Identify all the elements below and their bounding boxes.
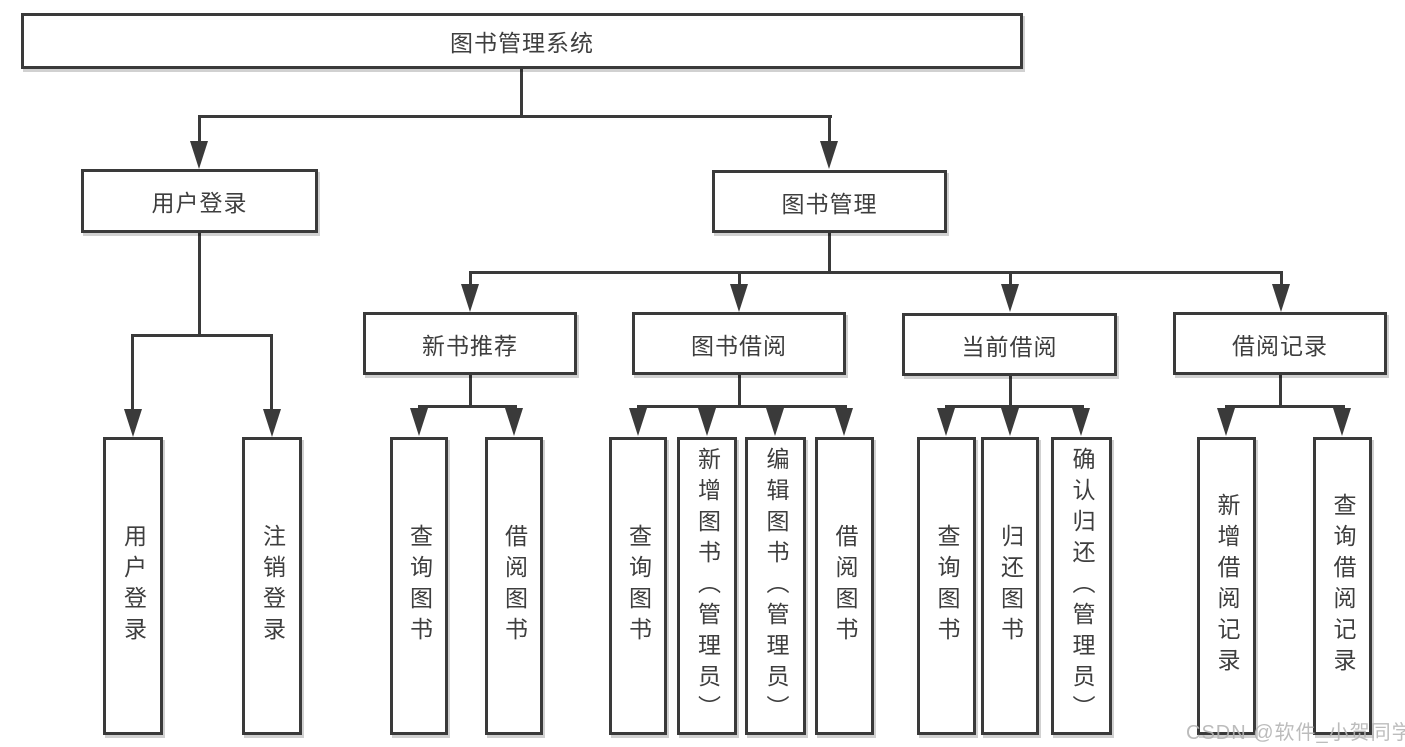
arrow-down-icon xyxy=(505,408,523,436)
leaf-add-book-admin: 新增图书（管理员） xyxy=(677,437,737,735)
leaf-edit-book-admin-label: 编辑图书（管理员） xyxy=(763,446,789,726)
leaf-return-book-label: 归还图书 xyxy=(997,524,1024,648)
leaf-return-book: 归还图书 xyxy=(981,437,1039,735)
connector-line xyxy=(1225,405,1345,408)
arrow-down-icon xyxy=(1272,284,1290,312)
node-book-management: 图书管理 xyxy=(712,170,947,233)
leaf-query-books-3-label: 查询图书 xyxy=(934,524,960,648)
leaf-query-books-1: 查询图书 xyxy=(390,437,448,735)
leaf-query-books-2-label: 查询图书 xyxy=(625,524,652,648)
connector-line xyxy=(738,375,741,408)
leaf-borrow-books-2: 借阅图书 xyxy=(815,437,874,735)
arrow-down-icon xyxy=(263,409,281,437)
connector-line xyxy=(469,375,472,408)
node-borrow-records: 借阅记录 xyxy=(1173,312,1387,375)
leaf-query-books-2: 查询图书 xyxy=(609,437,667,735)
arrow-down-icon xyxy=(461,284,479,312)
arrow-down-icon xyxy=(1217,408,1235,436)
arrow-down-icon xyxy=(1001,408,1019,436)
arrow-down-icon xyxy=(629,408,647,436)
leaf-borrow-books-1: 借阅图书 xyxy=(485,437,543,735)
connector-line xyxy=(131,337,134,409)
node-book-borrow-label: 图书借阅 xyxy=(691,332,787,359)
leaf-logout: 注销登录 xyxy=(242,437,302,735)
leaf-confirm-return-admin-label: 确认归还（管理员） xyxy=(1069,446,1095,726)
connector-line xyxy=(198,118,201,143)
arrow-down-icon xyxy=(1072,408,1090,436)
arrow-down-icon xyxy=(835,408,853,436)
leaf-edit-book-admin: 编辑图书（管理员） xyxy=(745,437,806,735)
leaf-query-borrow-record: 查询借阅记录 xyxy=(1313,437,1372,735)
arrow-down-icon xyxy=(410,408,428,436)
connector-line xyxy=(520,69,523,118)
arrow-down-icon xyxy=(124,409,142,437)
node-book-borrow: 图书借阅 xyxy=(632,312,846,375)
connector-line xyxy=(637,405,847,408)
connector-line xyxy=(738,274,741,286)
connector-line xyxy=(828,233,831,274)
node-new-book-recommend: 新书推荐 xyxy=(363,312,577,375)
connector-line xyxy=(469,271,1283,274)
arrow-down-icon xyxy=(698,408,716,436)
node-root: 图书管理系统 xyxy=(21,13,1023,69)
leaf-query-books-3: 查询图书 xyxy=(917,437,976,735)
leaf-borrow-books-2-label: 借阅图书 xyxy=(832,524,858,648)
connector-line xyxy=(1279,375,1282,408)
leaf-add-borrow-record: 新增借阅记录 xyxy=(1197,437,1256,735)
watermark: CSDN @软件_小贺同学 xyxy=(1186,722,1405,744)
connector-line xyxy=(270,337,273,409)
leaf-logout-label: 注销登录 xyxy=(259,524,286,648)
leaf-add-book-admin-label: 新增图书（管理员） xyxy=(694,446,721,726)
arrow-down-icon xyxy=(937,408,955,436)
arrow-down-icon xyxy=(1001,284,1019,312)
connector-line xyxy=(469,274,472,286)
arrow-down-icon xyxy=(766,408,784,436)
leaf-query-borrow-record-label: 查询借阅记录 xyxy=(1330,493,1356,679)
connector-line xyxy=(828,118,831,143)
node-new-book-recommend-label: 新书推荐 xyxy=(422,332,518,359)
node-user-login: 用户登录 xyxy=(81,169,318,233)
leaf-confirm-return-admin: 确认归还（管理员） xyxy=(1051,437,1112,735)
connector-line xyxy=(131,334,273,337)
leaf-user-login-label: 用户登录 xyxy=(120,524,147,648)
node-current-borrow-label: 当前借阅 xyxy=(961,333,1058,360)
arrow-down-icon xyxy=(1333,408,1351,436)
connector-line xyxy=(945,405,1084,408)
connector-line xyxy=(1280,274,1283,286)
node-borrow-records-label: 借阅记录 xyxy=(1232,332,1328,359)
connector-line xyxy=(1009,376,1012,408)
connector-line xyxy=(1009,274,1012,286)
connector-line xyxy=(418,405,517,408)
arrow-down-icon xyxy=(190,141,208,169)
connector-line xyxy=(198,233,201,337)
node-root-label: 图书管理系统 xyxy=(450,30,594,56)
leaf-user-login: 用户登录 xyxy=(103,437,163,735)
connector-line xyxy=(198,115,832,118)
node-user-login-label: 用户登录 xyxy=(151,190,248,216)
arrow-down-icon xyxy=(730,284,748,312)
node-book-management-label: 图书管理 xyxy=(781,190,878,217)
node-current-borrow: 当前借阅 xyxy=(902,313,1117,376)
leaf-borrow-books-1-label: 借阅图书 xyxy=(501,524,528,648)
leaf-query-books-1-label: 查询图书 xyxy=(406,524,433,648)
arrow-down-icon xyxy=(820,141,838,169)
leaf-add-borrow-record-label: 新增借阅记录 xyxy=(1214,493,1240,679)
